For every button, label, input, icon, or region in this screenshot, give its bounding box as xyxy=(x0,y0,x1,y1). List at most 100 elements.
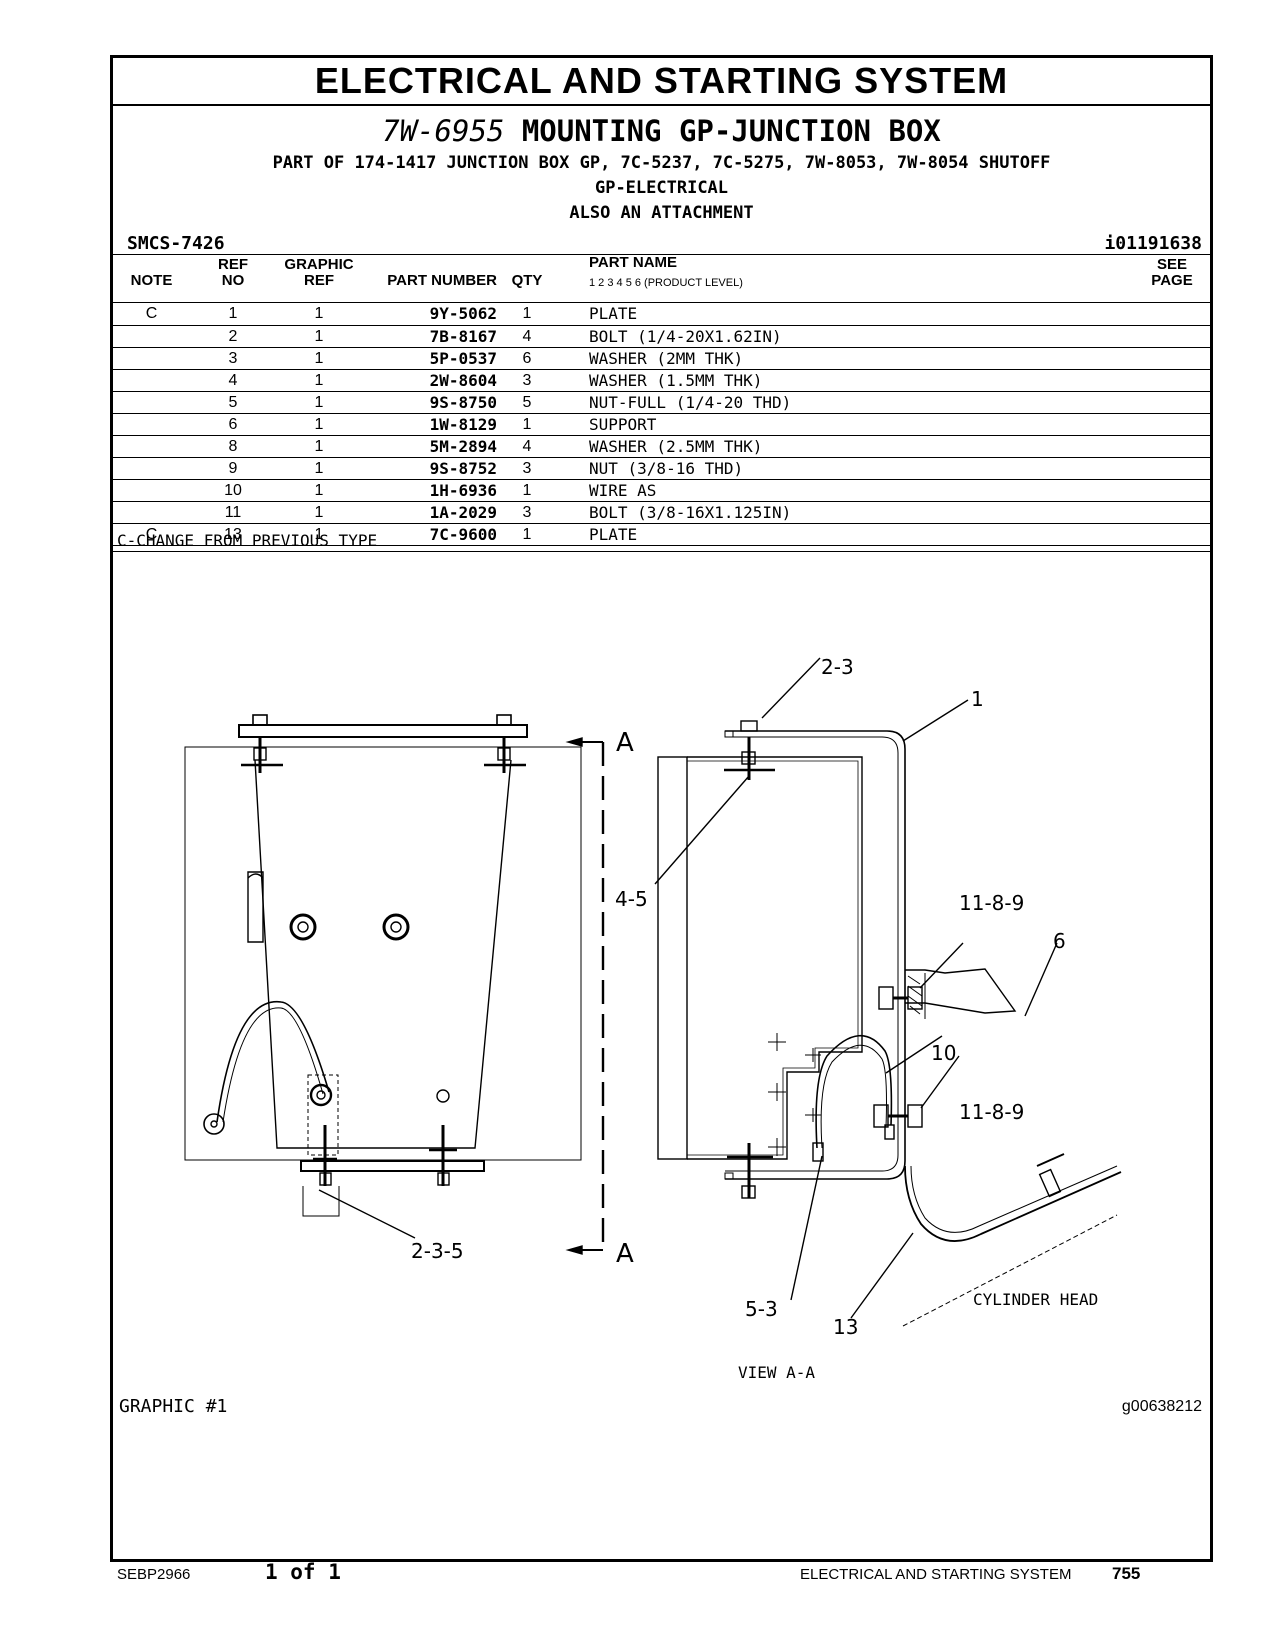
callout-1: 1 xyxy=(971,687,984,711)
group-name: MOUNTING GP-JUNCTION BOX xyxy=(521,114,941,148)
bottom-left-bolt-group xyxy=(313,1125,337,1186)
attachment-line: ALSO AN ATTACHMENT xyxy=(569,203,754,223)
part-name-cell: PLATE xyxy=(557,523,1210,546)
ref-no-cell: 9 xyxy=(190,457,276,480)
callout-4-5: 4-5 xyxy=(615,887,648,911)
part-number-cell: 1H-6936 xyxy=(362,479,497,502)
qty-cell: 1 xyxy=(497,413,557,436)
part-number-cell: 9S-8752 xyxy=(362,457,497,480)
ref-no-cell: 5 xyxy=(190,391,276,414)
callout-leaders xyxy=(318,657,1058,1319)
callout-2-3: 2-3 xyxy=(821,655,854,679)
note-cell xyxy=(113,347,190,370)
section-label-top: A xyxy=(616,728,634,758)
junction-box-front-view xyxy=(184,714,582,1217)
header-top-rule xyxy=(113,254,1210,255)
ref-no-cell: 8 xyxy=(190,435,276,458)
part-number-cell: 2W-8604 xyxy=(362,369,497,392)
ref-no-cell: 13 xyxy=(190,523,276,546)
part-number-cell: 1A-2029 xyxy=(362,501,497,524)
ref-no-cell: 1 xyxy=(190,303,276,326)
qty-cell: 1 xyxy=(497,479,557,502)
side-bottom-bolt-group xyxy=(727,1143,773,1199)
note-cell xyxy=(113,457,190,480)
graphic-ref-cell: 1 xyxy=(276,303,362,326)
ref-no-cell: 4 xyxy=(190,369,276,392)
legend-rule xyxy=(113,551,1210,552)
part-number-cell: 5M-2894 xyxy=(362,435,497,458)
note-cell xyxy=(113,391,190,414)
section-line-a-a xyxy=(565,737,605,1255)
info-id: i01191638 xyxy=(1104,233,1202,254)
graphic-ref-cell: 1 xyxy=(276,369,362,392)
top-left-bolt-group xyxy=(241,714,283,773)
footer-page-number: 755 xyxy=(1112,1564,1141,1583)
part-name-cell: PLATE xyxy=(557,303,1210,326)
col-see-page-line2: PAGE xyxy=(1151,272,1193,289)
bottom-right-bolt-group xyxy=(429,1125,457,1186)
ref-no-cell: 11 xyxy=(190,501,276,524)
part-name-cell: WIRE AS xyxy=(557,479,1210,502)
note-cell xyxy=(113,501,190,524)
ref-no-cell: 2 xyxy=(190,325,276,348)
ref-no-cell: 10 xyxy=(190,479,276,502)
note-cell: C xyxy=(113,303,190,326)
qty-cell: 1 xyxy=(497,303,557,326)
callout-6: 6 xyxy=(1053,929,1066,953)
graphic-id: g00638212 xyxy=(1121,1398,1202,1415)
qty-cell: 5 xyxy=(497,391,557,414)
graphic-ref-cell: 1 xyxy=(276,413,362,436)
footer-doc-id: SEBP2966 xyxy=(117,1566,191,1583)
graphic-ref-cell: 1 xyxy=(276,435,362,458)
group-heading: 7W-6955 MOUNTING GP-JUNCTION BOX xyxy=(113,114,1210,148)
graphic-ref-cell: 1 xyxy=(276,325,362,348)
callout-13: 13 xyxy=(833,1315,858,1339)
ref-no-cell: 3 xyxy=(190,347,276,370)
footer-section: ELECTRICAL AND STARTING SYSTEM xyxy=(800,1566,1072,1583)
header-bottom-rule xyxy=(113,302,1210,303)
page-frame: ELECTRICAL AND STARTING SYSTEM 7W-6955 M… xyxy=(110,55,1213,1562)
qty-cell: 3 xyxy=(497,501,557,524)
callout-labels: 2-3-5 2-3 1 4-5 11-8-9 6 10 11-8-9 5-3 1… xyxy=(411,655,1098,1378)
footer-page-of: 1 of 1 xyxy=(265,1560,341,1584)
cylinder-head-label: CYLINDER HEAD xyxy=(973,1290,1098,1309)
part-of-line-2: GP-ELECTRICAL xyxy=(594,178,729,198)
part-number-cell: 7B-8167 xyxy=(362,325,497,348)
exploded-view-drawing: 2-3-5 2-3 1 4-5 11-8-9 6 10 11-8-9 5-3 1… xyxy=(184,655,1122,1378)
col-ref-no-line2: NO xyxy=(221,272,245,289)
col-product-level: 1 2 3 4 5 6 (PRODUCT LEVEL) xyxy=(589,277,743,289)
part-number-cell: 9S-8750 xyxy=(362,391,497,414)
graphic-ref-cell: 1 xyxy=(276,501,362,524)
legend-note: C-CHANGE FROM PREVIOUS TYPE xyxy=(117,531,378,550)
view-a-a-label: VIEW A-A xyxy=(738,1363,815,1378)
graphic-ref-cell: 1 xyxy=(276,457,362,480)
graphic-ref-cell: 1 xyxy=(276,479,362,502)
col-ref-no-line1: REF xyxy=(218,256,248,273)
col-graphic-ref-line1: GRAPHIC xyxy=(284,256,354,273)
top-right-bolt-group xyxy=(484,714,526,773)
part-name-cell: NUT (3/8-16 THD) xyxy=(557,457,1210,480)
part-number-cell: 7C-9600 xyxy=(362,523,497,546)
hole-centerlines xyxy=(768,1033,821,1156)
note-cell xyxy=(113,479,190,502)
part-number-cell: 5P-0537 xyxy=(362,347,497,370)
ref-no-cell: 6 xyxy=(190,413,276,436)
part-name-cell: WASHER (1.5MM THK) xyxy=(557,369,1210,392)
graphic-ref-cell: 1 xyxy=(276,391,362,414)
col-note: NOTE xyxy=(130,272,173,289)
col-graphic-ref-line2: REF xyxy=(304,272,334,289)
col-qty: QTY xyxy=(511,272,543,289)
col-part-number: PART NUMBER xyxy=(387,272,497,289)
side-top-bolt-group xyxy=(724,720,775,780)
part-name-cell: SUPPORT xyxy=(557,413,1210,436)
